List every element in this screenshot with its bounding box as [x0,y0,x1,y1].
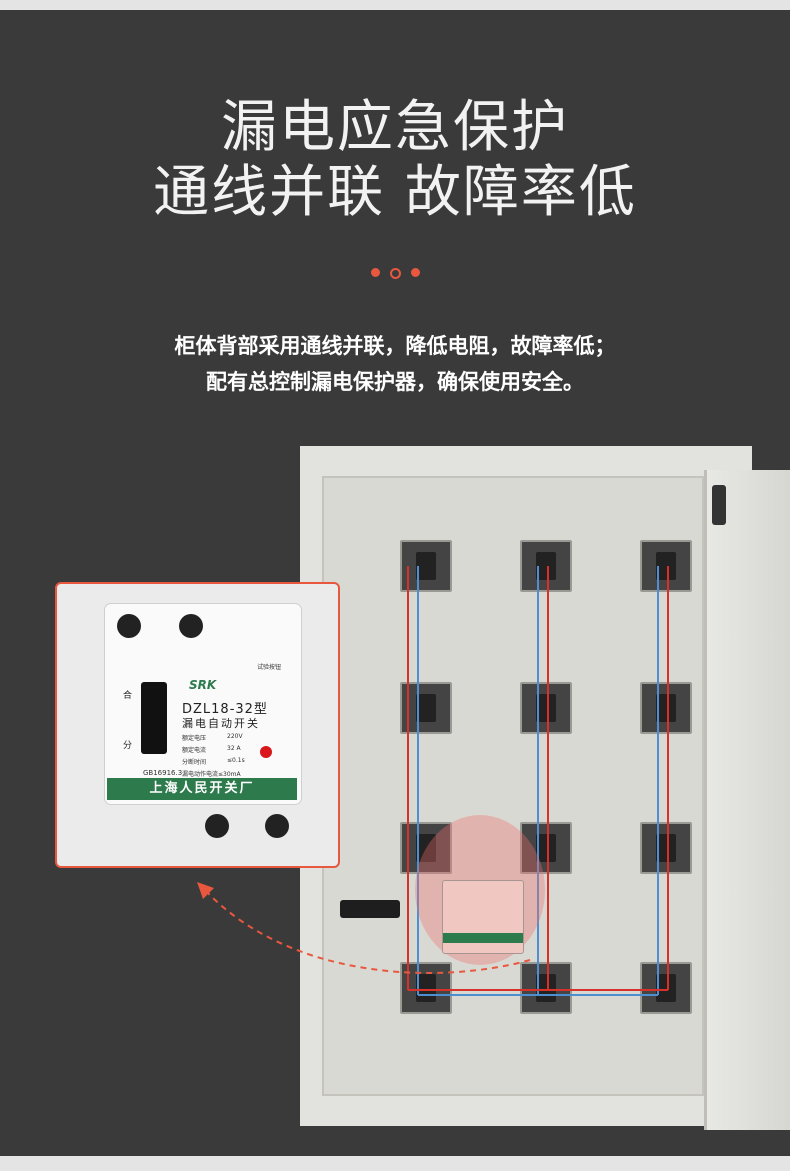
socket-icon [640,822,692,874]
top-strip [0,0,790,10]
socket-icon [640,682,692,734]
breaker-name: 漏电自动开关 [182,717,260,730]
spec-label: 额定电压 [182,735,207,742]
standard-code: GB16916.3 [143,769,183,777]
spec-label: 分断时间 [182,759,207,766]
socket-icon [520,540,572,592]
terminal-icon [117,614,141,638]
brand-logo: SRK [189,678,217,692]
breaker-small-icon [442,880,524,954]
terminal-icon [179,614,203,638]
breaker-zoom-inset: 试验按钮 SRK DZL18-32型 漏电自动开关 额定电压 220V 额定电流… [55,582,340,868]
breaker-model: DZL18-32型 [182,702,268,717]
socket-icon [520,682,572,734]
socket-icon [400,962,452,1014]
description-line-1: 柜体背部采用通线并联，降低电阻，故障率低； [174,334,616,358]
description-line-2: 配有总控制漏电保护器，确保使用安全。 [206,370,584,394]
dot-icon [410,268,420,277]
dot-divider [0,268,790,279]
spec-label: 额定电流 [182,747,207,754]
maker-label: 上海人民开关厂 [107,778,297,800]
on-label: 合 [123,691,133,701]
spec-value: 220V [227,733,243,740]
terminal-icon [265,814,289,838]
socket-icon [520,962,572,1014]
headline-line-1: 漏电应急保护 [221,95,569,160]
spec-value: ≤0.1s [227,757,245,764]
terminal-icon [205,814,229,838]
socket-icon [640,962,692,1014]
test-button-label: 试验按钮 [257,664,282,671]
socket-icon [400,540,452,592]
power-plug-icon [340,900,400,918]
indicator-light-icon [260,746,272,758]
socket-icon [640,540,692,592]
cabinet-door [704,470,790,1130]
door-handle-icon [712,485,726,525]
socket-icon [400,682,452,734]
headline-line-2: 通线并联 故障率低 [153,160,637,225]
breaker-body [105,604,301,804]
off-label: 分 [123,741,133,751]
dot-icon [370,268,380,277]
bottom-strip [0,1156,790,1171]
spec-value: 32 A [227,745,241,752]
ring-dot-icon [389,268,401,279]
spec-label: 漏电动作电流≤30mA [182,771,241,778]
breaker-lever [141,682,167,754]
